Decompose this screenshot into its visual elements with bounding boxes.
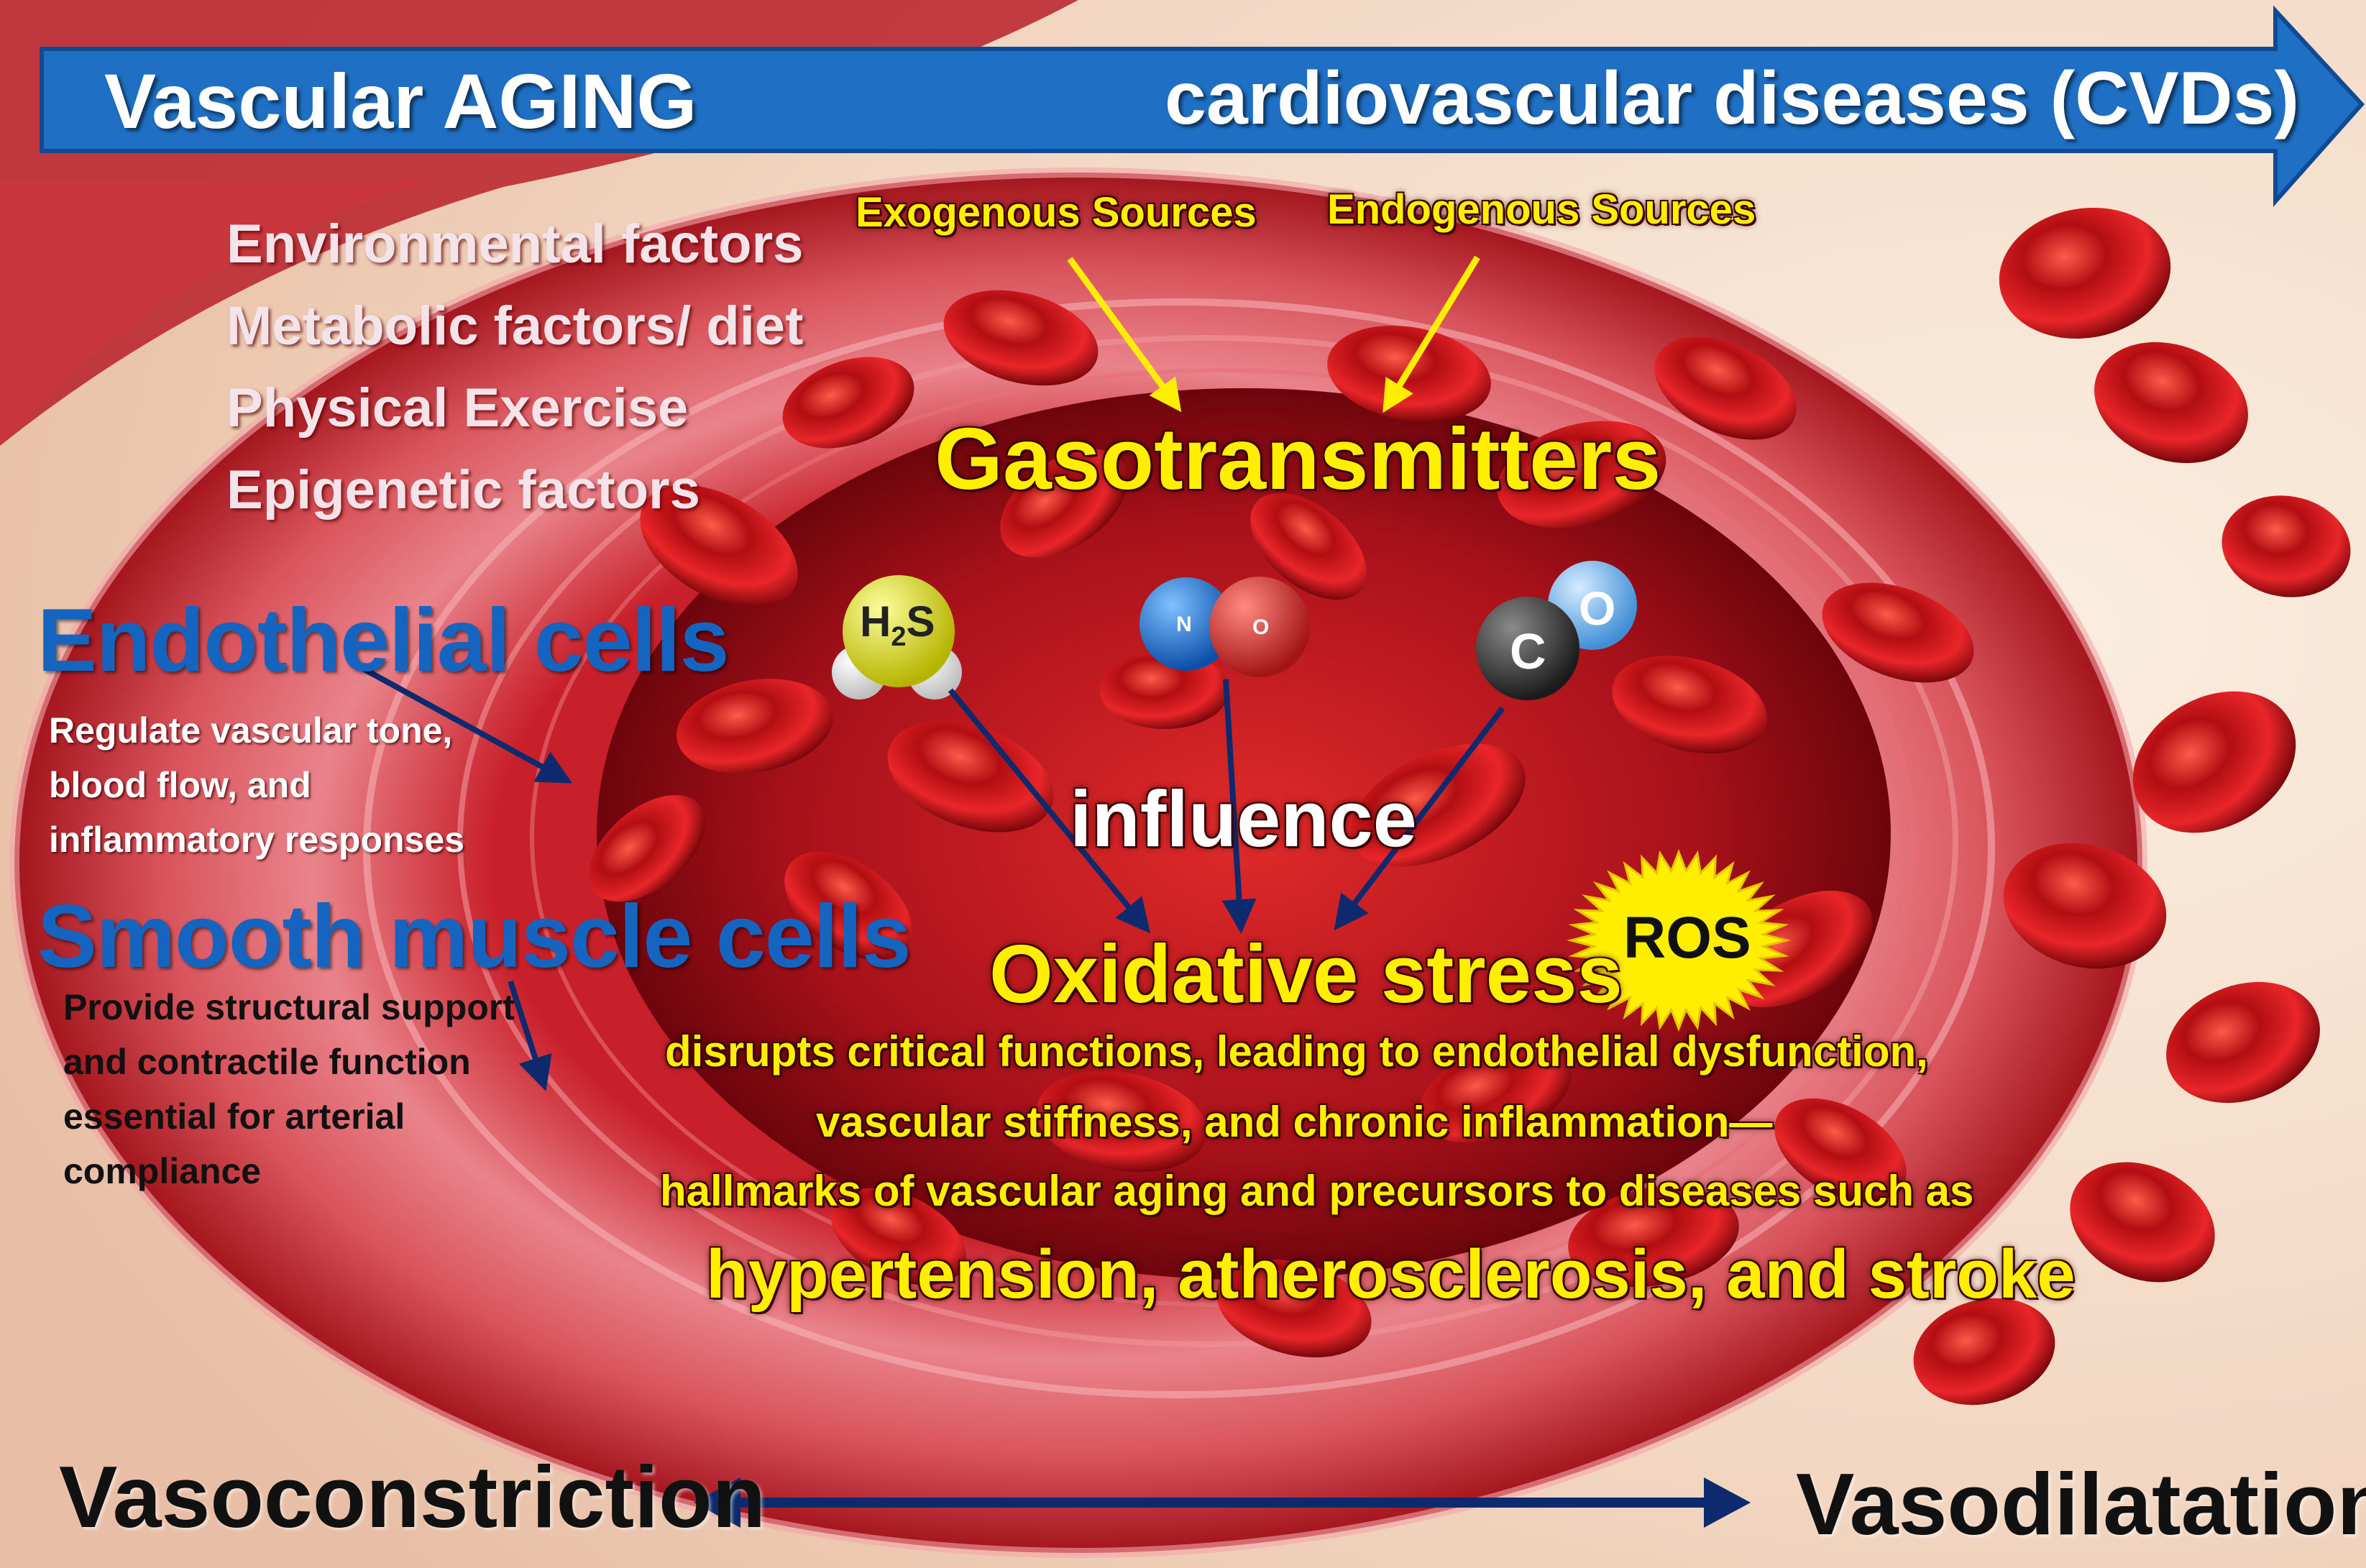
smooth-muscle-description: Provide structural support and contracti… bbox=[63, 987, 515, 1191]
oxidative-stress-title: Oxidative stress bbox=[989, 929, 1623, 1020]
no-molecule-icon bbox=[1140, 577, 1310, 677]
red-blood-cell bbox=[1568, 1186, 1739, 1288]
banner-left-title: Vascular AGING bbox=[104, 58, 697, 145]
vasoconstriction-label: Vasoconstriction bbox=[59, 1448, 766, 1546]
no-atom-o-label: O bbox=[1252, 615, 1270, 639]
red-blood-cell bbox=[782, 357, 914, 449]
oxidative-stress-line-3: hallmarks of vascular aging and precurso… bbox=[660, 1167, 1974, 1215]
red-blood-cell bbox=[1216, 1259, 1372, 1358]
co-molecule-icon bbox=[1476, 561, 1637, 700]
red-blood-cell bbox=[640, 485, 798, 608]
red-blood-cell bbox=[1000, 449, 1128, 558]
endothelial-title: Endothelial cells bbox=[37, 591, 729, 690]
gasotransmitters-title: Gasotransmitters bbox=[935, 410, 1661, 508]
banner-right-title: cardiovascular diseases (CVDs) bbox=[1165, 57, 2300, 140]
red-blood-cell bbox=[2132, 691, 2296, 833]
red-blood-cell bbox=[1250, 492, 1367, 600]
red-blood-cell bbox=[1419, 1042, 1572, 1143]
red-blood-cell bbox=[943, 290, 1099, 386]
factor-exercise: Physical Exercise bbox=[226, 377, 689, 439]
red-blood-cell bbox=[1497, 421, 1666, 528]
ros-burst-icon bbox=[1567, 848, 1791, 1032]
red-blood-cell bbox=[2166, 981, 2320, 1104]
smooth-muscle-title: Smooth muscle cells bbox=[37, 887, 912, 986]
red-blood-cell bbox=[2070, 1162, 2215, 1283]
h2s-label: H2S bbox=[860, 597, 935, 652]
endogenous-sources-label: Endogenous Sources bbox=[1327, 186, 1756, 233]
endothelial-description: Regulate vascular tone, blood flow, and … bbox=[49, 710, 464, 860]
no-atom-n-label: N bbox=[1176, 613, 1192, 636]
exogenous-sources-label: Exogenous Sources bbox=[856, 189, 1257, 236]
red-blood-cell bbox=[2221, 495, 2351, 597]
banner-arrow bbox=[40, 5, 2365, 207]
factor-epigenetic: Epigenetic factors bbox=[226, 459, 700, 521]
ros-badge-label: ROS bbox=[1623, 905, 1751, 971]
oxidative-stress-line-2: vascular stiffness, and chronic inflamma… bbox=[816, 1098, 1773, 1146]
red-blood-cell bbox=[2094, 341, 2248, 464]
red-blood-cell bbox=[1999, 207, 2171, 339]
h2s-molecule-icon bbox=[832, 575, 962, 700]
co-atom-c-label: C bbox=[1510, 623, 1546, 679]
red-blood-cell bbox=[1612, 655, 1767, 754]
vasodilatation-label: Vasodilatation bbox=[1796, 1455, 2366, 1553]
red-blood-cell bbox=[2003, 843, 2167, 969]
diseases-line: hypertension, atherosclerosis, and strok… bbox=[706, 1236, 2076, 1313]
red-blood-cell bbox=[1100, 651, 1229, 729]
co-atom-o-label: O bbox=[1579, 582, 1616, 635]
vaso-double-arrow bbox=[694, 1477, 1751, 1528]
red-blood-cell bbox=[1774, 1098, 1907, 1203]
red-blood-cell bbox=[1822, 582, 1974, 683]
red-blood-cell bbox=[831, 1188, 966, 1285]
red-blood-cell bbox=[677, 679, 833, 774]
red-blood-cell bbox=[784, 851, 912, 960]
red-blood-cell bbox=[1350, 743, 1526, 867]
influence-label: influence bbox=[1070, 775, 1417, 863]
red-blood-cell bbox=[887, 720, 1054, 833]
red-blood-cell bbox=[1654, 336, 1797, 440]
oxidative-stress-line-1: disrupts critical functions, leading to … bbox=[665, 1027, 1928, 1076]
red-blood-cell bbox=[1913, 1298, 2055, 1406]
red-blood-cell bbox=[589, 794, 705, 902]
factor-metabolic: Metabolic factors/ diet bbox=[226, 295, 804, 357]
factor-environmental: Environmental factors bbox=[226, 214, 804, 275]
red-blood-cell bbox=[1036, 1070, 1207, 1173]
